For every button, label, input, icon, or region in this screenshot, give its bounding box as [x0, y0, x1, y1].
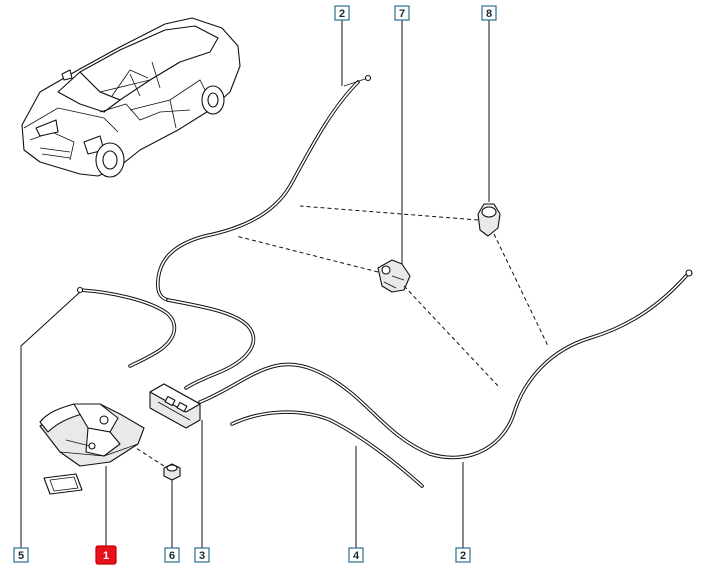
cable-5 — [76, 286, 177, 368]
callout-5[interactable]: 5 — [13, 547, 29, 563]
gasket — [43, 473, 83, 495]
cable-2-upper — [156, 74, 372, 302]
cable-4 — [230, 410, 424, 488]
callout-label: 1 — [103, 550, 109, 562]
callout-4[interactable]: 4 — [348, 547, 364, 563]
clip-part-7 — [377, 259, 411, 293]
callout-1[interactable]: 1 — [95, 545, 117, 565]
dashed-leaders — [135, 205, 549, 467]
nut-part-6 — [163, 463, 181, 481]
callout-8[interactable]: 8 — [481, 5, 497, 21]
callout-label: 2 — [339, 8, 345, 20]
cable-2-lower — [198, 269, 693, 460]
handbrake-lever-part-1 — [39, 403, 145, 467]
callout-2-top[interactable]: 2 — [334, 5, 350, 21]
callout-label: 8 — [486, 8, 492, 20]
callout-6[interactable]: 6 — [164, 547, 180, 563]
bracket-part-3 — [149, 383, 201, 429]
grommet-part-8 — [477, 203, 501, 237]
callout-label: 7 — [399, 8, 405, 20]
callout-leaders — [20, 20, 490, 548]
car-illustration — [21, 17, 241, 178]
callout-7[interactable]: 7 — [394, 5, 410, 21]
callout-label: 4 — [353, 550, 360, 562]
callout-label: 5 — [18, 550, 24, 562]
callout-label: 6 — [169, 550, 175, 562]
callout-3[interactable]: 3 — [194, 547, 210, 563]
callout-label: 2 — [460, 550, 466, 562]
callout-label: 3 — [199, 550, 205, 562]
cable-3 — [166, 298, 256, 390]
callout-2-bottom[interactable]: 2 — [455, 547, 471, 563]
